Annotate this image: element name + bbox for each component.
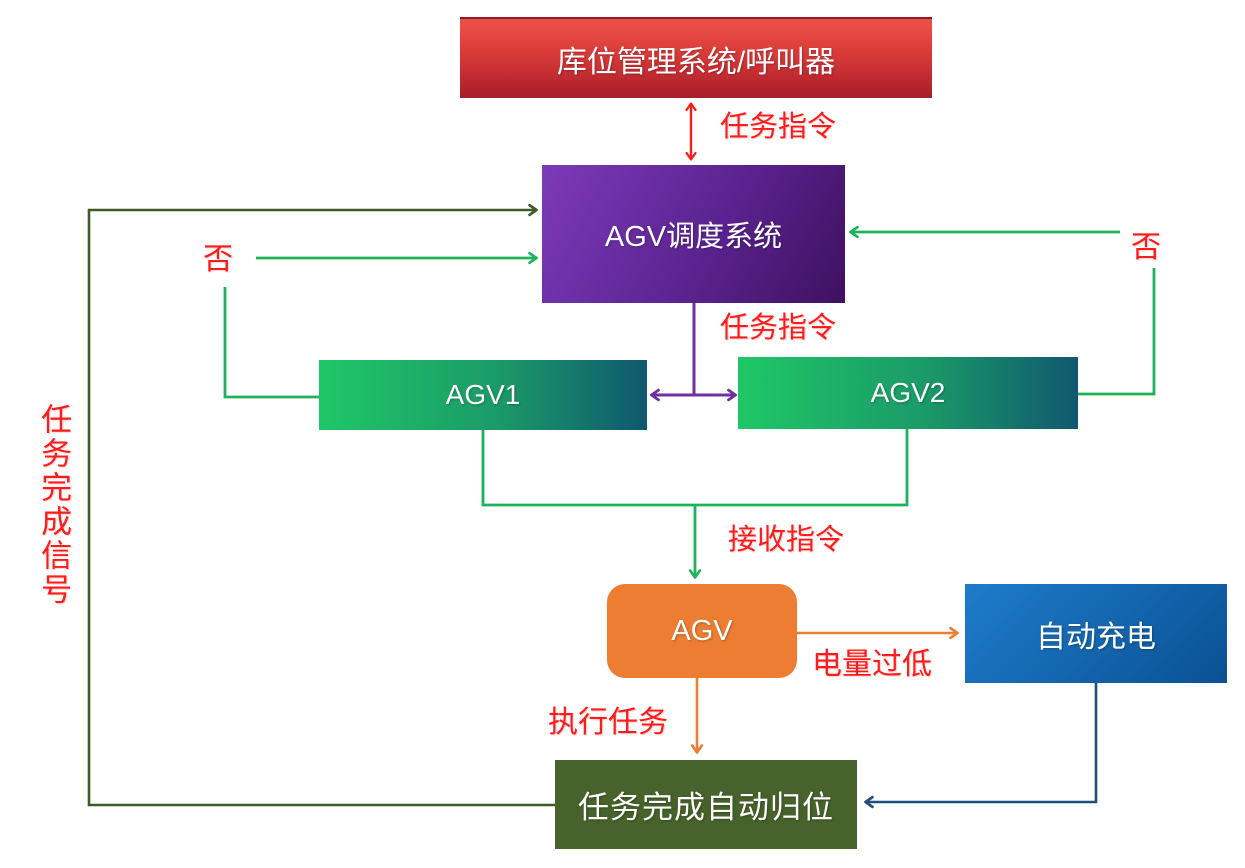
edge-label-receive-command: 接收指令 bbox=[728, 524, 845, 556]
node-agv-dispatch-system: AGV调度系统 bbox=[542, 165, 845, 303]
node-warehouse-system: 库位管理系统/呼叫器 bbox=[460, 17, 932, 98]
node-agv1: AGV1 bbox=[319, 360, 647, 430]
edge-charge-home bbox=[864, 683, 1098, 809]
node-agv: AGV bbox=[607, 584, 797, 678]
node-auto-charge: 自动充电 bbox=[965, 584, 1227, 683]
edge-label-no-right: 否 bbox=[1131, 231, 1161, 264]
edge-agv1-no-path bbox=[223, 287, 319, 399]
node-auto-return-home: 任务完成自动归位 bbox=[555, 760, 857, 849]
edge-agv2-no-path bbox=[1078, 268, 1156, 396]
edge-label-task-command-mid: 任务指令 bbox=[720, 312, 837, 344]
edge-label-task-command-top: 任务指令 bbox=[720, 111, 837, 143]
edge-label-task-complete-signal: 任务完成信号 bbox=[36, 403, 72, 607]
edge-label-execute-task: 执行任务 bbox=[548, 706, 668, 739]
edge-label-no-left: 否 bbox=[203, 243, 233, 276]
edge-label-low-battery: 电量过低 bbox=[812, 648, 932, 681]
edge-agv12-merge bbox=[481, 429, 909, 507]
node-agv2: AGV2 bbox=[738, 357, 1078, 429]
edge-home-dispatch bbox=[87, 203, 555, 807]
